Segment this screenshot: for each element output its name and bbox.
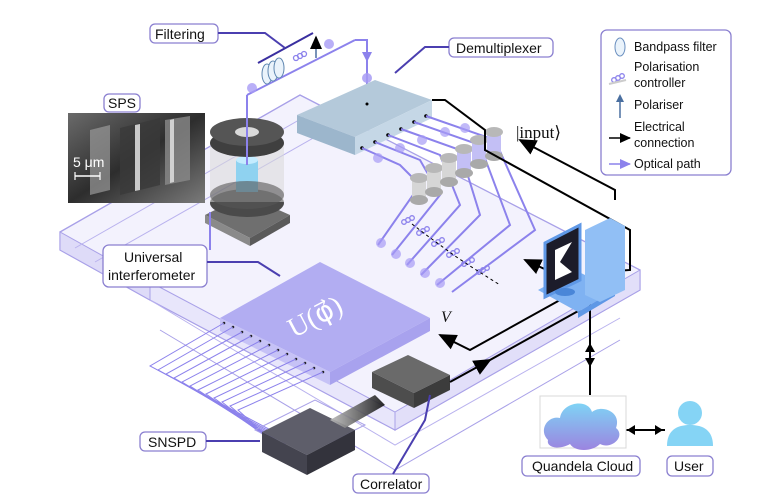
- optical-path-arrow-icon: [609, 159, 631, 169]
- svg-text:Polarisation: Polarisation: [634, 60, 699, 74]
- svg-text:Optical path: Optical path: [634, 157, 701, 171]
- snspd-correlator-cable: [330, 395, 385, 428]
- bandpass-filter-icon: [614, 37, 626, 57]
- svg-text:Quandela Cloud: Quandela Cloud: [532, 458, 633, 474]
- svg-text:Correlator: Correlator: [360, 476, 423, 492]
- snspd-label: SNSPD: [139, 431, 260, 452]
- svg-text:Demultiplexer: Demultiplexer: [456, 40, 542, 56]
- quandela-cloud-icon: [539, 395, 627, 450]
- inline-polarisation-controllers: [401, 215, 490, 275]
- voltage-vector-label: V⃗: [441, 309, 463, 326]
- sps-cryostat: [205, 95, 290, 246]
- quandela-cloud-label: Quandela Cloud: [521, 455, 641, 477]
- demultiplexer: [297, 80, 432, 155]
- polariser-arrow-icon: [616, 94, 624, 118]
- input-state-label: |input⟩: [516, 123, 561, 142]
- svg-text:controller: controller: [634, 76, 685, 90]
- svg-text:Universal: Universal: [124, 249, 182, 265]
- correlator: [372, 355, 450, 408]
- filtering-label: Filtering: [149, 23, 286, 49]
- electrical-connection-arrow-icon: [609, 133, 631, 143]
- correlator-label: Correlator: [352, 394, 431, 494]
- svg-text:Filtering: Filtering: [155, 26, 205, 42]
- sps-label: SPS: [103, 93, 141, 113]
- svg-text:User: User: [674, 458, 704, 474]
- svg-text:Bandpass filter: Bandpass filter: [634, 40, 717, 54]
- polarisation-controller-icon: [608, 73, 627, 85]
- user-icon: [667, 401, 713, 446]
- svg-text:Polariser: Polariser: [634, 98, 683, 112]
- filtering-optics: [209, 32, 372, 250]
- sps-micrograph: 5 μm: [68, 113, 205, 203]
- svg-text:interferometer: interferometer: [108, 267, 195, 283]
- scale-bar-label: 5 μm: [73, 154, 104, 170]
- optical-paths: [361, 115, 537, 293]
- svg-text:connection: connection: [634, 136, 695, 150]
- universal-interferometer-label: Universal interferometer: [102, 244, 281, 288]
- svg-text:SNSPD: SNSPD: [148, 434, 196, 450]
- svg-text:Electrical: Electrical: [634, 120, 685, 134]
- legend: Bandpass filter Polarisation controller …: [600, 29, 732, 176]
- controller-wire: [411, 223, 501, 286]
- svg-text:SPS: SPS: [108, 95, 136, 111]
- user-label: User: [666, 455, 714, 477]
- demultiplexer-label: Demultiplexer: [394, 37, 554, 74]
- control-computer: [538, 218, 625, 318]
